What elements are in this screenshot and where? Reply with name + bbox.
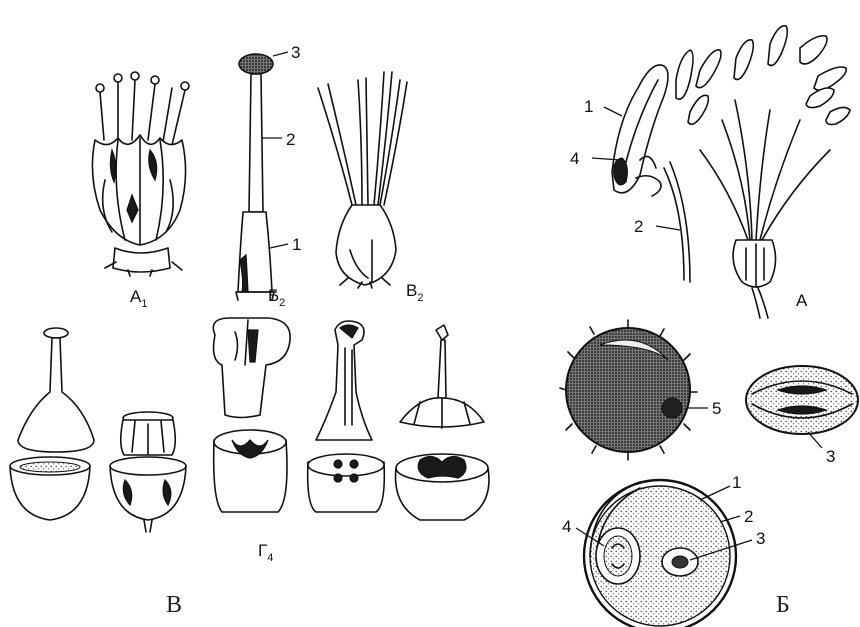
pollen-section-drawing (584, 480, 736, 627)
ovary-v2-drawing (318, 72, 407, 288)
gynoecium-type-1 (10, 328, 94, 520)
section-label: 2 (744, 507, 753, 526)
pollen-oval-drawing (746, 366, 858, 434)
stamen-part-label: 2 (634, 217, 643, 236)
label-g4: Г4 (258, 541, 273, 564)
pistil-b2-drawing (236, 54, 276, 300)
pistil-part-label: 2 (286, 130, 295, 149)
label-a1: А1 (130, 287, 147, 310)
stamen-part-label: 1 (584, 97, 593, 116)
panel-label-stamen: А (796, 291, 808, 310)
gynoecium-type-2 (110, 412, 186, 532)
section-label: 3 (756, 529, 765, 548)
pistil-part-label: 1 (292, 235, 301, 254)
leader-stamen-1 (604, 107, 622, 116)
pollen-spiny-drawing (560, 320, 697, 460)
pollen-label: 3 (826, 447, 835, 466)
gynoecium-type-5 (396, 325, 490, 520)
stamen-part-label: 4 (570, 149, 579, 168)
pistil-part-label: 3 (291, 43, 300, 62)
leader-section-2 (720, 516, 740, 522)
label-v2: В2 (406, 281, 423, 304)
leader-stamen-2 (656, 226, 680, 230)
gynoecium-type-3 (213, 318, 290, 512)
flower-a1-drawing (92, 72, 189, 276)
pollen-label: 5 (712, 399, 721, 418)
label-b2: Б2 (268, 286, 285, 309)
leader-1 (270, 244, 288, 248)
panel-label-right: Б (776, 592, 790, 618)
panel-label-left: В (166, 592, 182, 618)
stamen-drawing (612, 26, 850, 318)
leader-pollen-3 (808, 432, 822, 448)
section-label: 1 (732, 473, 741, 492)
gynoecium-type-4 (308, 321, 385, 512)
leader-3 (273, 52, 288, 56)
section-label: 4 (562, 517, 571, 536)
